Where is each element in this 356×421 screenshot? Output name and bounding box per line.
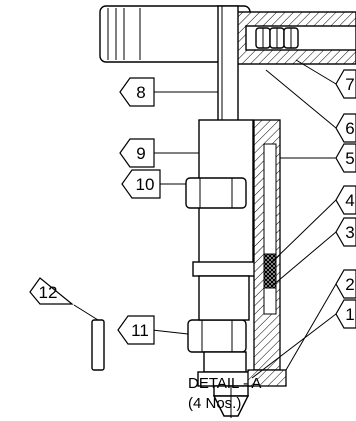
balloon-12-number: 12 <box>39 283 58 302</box>
balloon-7-number: 7 <box>345 75 354 94</box>
balloon-4-number: 4 <box>345 191 354 210</box>
balloon-1: 1 <box>335 299 356 329</box>
balloon-8: 8 <box>119 77 155 107</box>
roller-set <box>255 27 299 49</box>
balloon-8-number: 8 <box>136 83 145 102</box>
balloon-1-number: 1 <box>345 305 354 324</box>
loose-pin <box>91 319 105 371</box>
balloon-11-number: 11 <box>131 321 149 340</box>
balloon-7: 7 <box>335 69 356 99</box>
balloon-11: 11 <box>117 315 155 345</box>
balloon-3-number: 3 <box>345 223 354 242</box>
balloon-4: 4 <box>335 185 356 215</box>
leader-lines <box>73 59 337 379</box>
caption: DETAIL - A (4 Nos.) <box>188 374 298 414</box>
balloon-10-number: 10 <box>136 175 155 194</box>
balloon-5: 5 <box>335 143 356 173</box>
balloon-10: 10 <box>121 169 161 199</box>
lower-hex-nut <box>187 319 247 353</box>
balloon-5-number: 5 <box>345 149 354 168</box>
balloon-6-number: 6 <box>345 119 354 138</box>
balloon-12: 12 <box>29 277 74 305</box>
lower-body <box>197 275 253 387</box>
balloon-9: 9 <box>119 138 155 168</box>
balloon-9-number: 9 <box>136 144 145 163</box>
balloon-6: 6 <box>335 113 356 143</box>
balloon-2-number: 2 <box>345 275 354 294</box>
balloon-2: 2 <box>335 269 356 299</box>
balloon-3: 3 <box>335 217 356 247</box>
upper-hex-nut <box>185 177 247 209</box>
caption-quantity-line: (4 Nos.) <box>188 395 242 412</box>
nozzle-tip <box>212 385 250 418</box>
caption-title-line: DETAIL - A <box>188 375 262 392</box>
section-cut <box>247 119 287 387</box>
